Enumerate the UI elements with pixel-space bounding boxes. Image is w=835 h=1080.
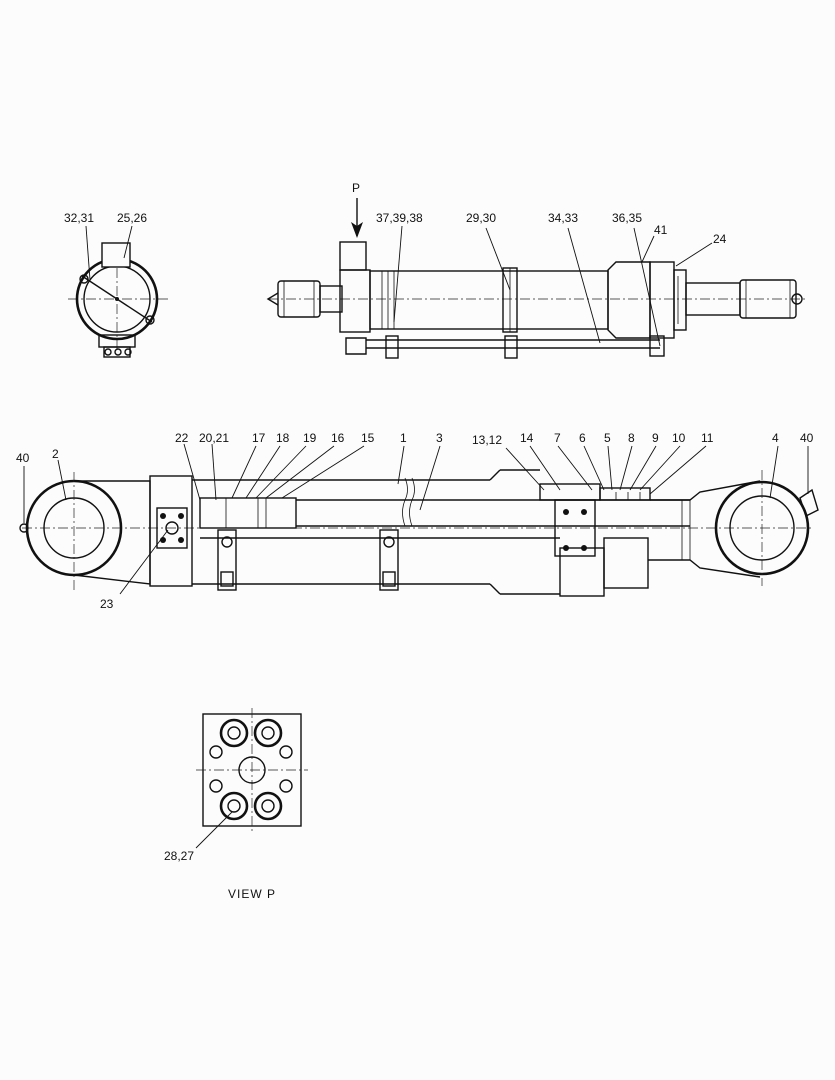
main-section-view [19, 469, 819, 597]
callout-36-35: 36,35 [612, 211, 642, 225]
arrow-p-label: P [352, 181, 360, 195]
callout-3: 3 [436, 431, 443, 445]
callout-20-21: 20,21 [199, 431, 229, 445]
callout-28-27: 28,27 [164, 849, 194, 863]
end-view [68, 242, 168, 358]
callout-9: 9 [652, 431, 659, 445]
callout-34-33: 34,33 [548, 211, 578, 225]
callout-10: 10 [672, 431, 686, 445]
view-p-port-face [196, 708, 308, 834]
callout-22: 22 [175, 431, 189, 445]
view-p-caption: VIEW P [228, 887, 276, 901]
callout-29-30: 29,30 [466, 211, 496, 225]
leader-lines [23, 225, 809, 849]
callout-23: 23 [100, 597, 114, 611]
callout-40-right: 40 [800, 431, 814, 445]
callout-17: 17 [252, 431, 266, 445]
callout-24: 24 [713, 232, 727, 246]
callout-4: 4 [772, 431, 779, 445]
callout-18: 18 [276, 431, 290, 445]
callout-1: 1 [400, 431, 407, 445]
callout-37-39-38: 37,39,38 [376, 211, 423, 225]
callout-7: 7 [554, 431, 561, 445]
top-side-view [266, 198, 808, 359]
callout-8: 8 [628, 431, 635, 445]
callout-14: 14 [520, 431, 534, 445]
callout-labels: P 32,31 25,26 37,39,38 29,30 34,33 36,35… [16, 181, 814, 901]
callout-13-12: 13,12 [472, 433, 502, 447]
callout-32-31: 32,31 [64, 211, 94, 225]
callout-11: 11 [701, 431, 714, 445]
callout-5: 5 [604, 431, 611, 445]
callout-40-left: 40 [16, 451, 30, 465]
callout-2: 2 [52, 447, 59, 461]
callout-16: 16 [331, 431, 345, 445]
callout-19: 19 [303, 431, 317, 445]
callout-41: 41 [654, 223, 668, 237]
callout-6: 6 [579, 431, 586, 445]
callout-15: 15 [361, 431, 375, 445]
callout-25-26: 25,26 [117, 211, 147, 225]
